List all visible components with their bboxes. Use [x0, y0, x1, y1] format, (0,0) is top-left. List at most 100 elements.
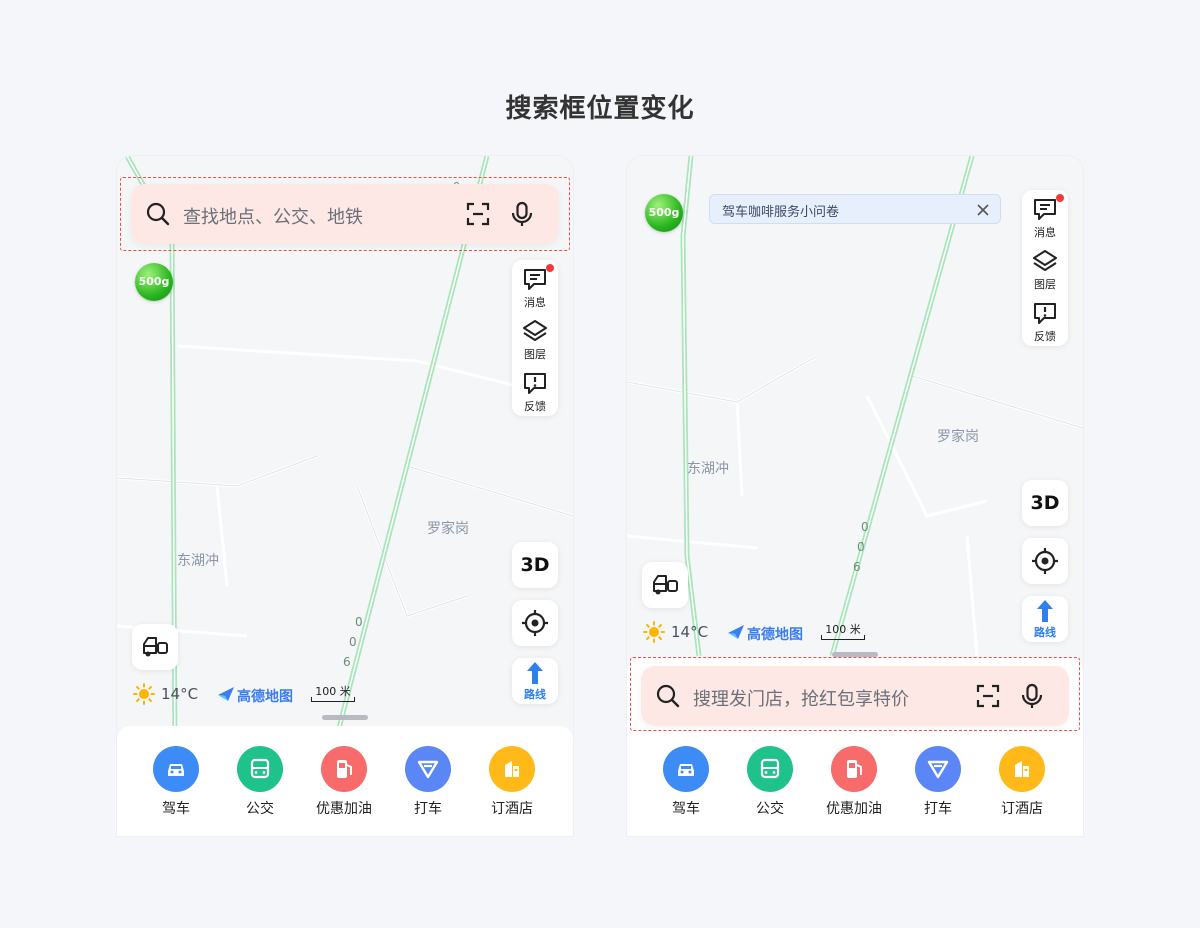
- notice-text: 驾车咖啡服务小问卷: [722, 205, 840, 220]
- close-icon[interactable]: [976, 203, 990, 217]
- place-label: 东湖冲: [687, 461, 729, 477]
- place-label: 罗家岗: [937, 429, 979, 445]
- car-icon: [663, 746, 709, 792]
- sun-icon: [133, 683, 155, 705]
- locate-button[interactable]: [1022, 538, 1068, 584]
- phone-screen-right: 0 0 6 东湖冲 罗家岗 500g 驾车咖啡服务小问卷 消息 图层: [627, 156, 1083, 836]
- route-arrow-icon: [527, 662, 543, 684]
- taxi-icon: [405, 746, 451, 792]
- temperature-text: 14°C: [161, 685, 199, 703]
- dock-label: 订酒店: [1001, 801, 1043, 817]
- svg-text:0: 0: [857, 540, 865, 554]
- page-title: 搜索框位置变化: [505, 94, 695, 124]
- side-item-feedback[interactable]: 反馈: [1022, 294, 1068, 346]
- message-icon: [1034, 199, 1056, 220]
- search-bar[interactable]: 搜理发门店，抢红包享特价: [641, 666, 1069, 726]
- message-icon: [524, 269, 546, 290]
- search-bar[interactable]: 查找地点、公交、地铁: [131, 184, 559, 244]
- vehicle-icon: [143, 637, 168, 657]
- hotel-icon: [489, 746, 535, 792]
- amap-logo-icon: [728, 625, 744, 639]
- side-item-layers[interactable]: 图层: [512, 312, 558, 364]
- map-tools-panel: 消息 图层 反馈: [1022, 190, 1068, 346]
- fuel-icon: [831, 746, 877, 792]
- place-label: 东湖冲: [177, 553, 219, 569]
- feedback-icon: [1034, 303, 1056, 324]
- bus-icon: [237, 746, 283, 792]
- side-item-label: 图层: [524, 348, 546, 361]
- microphone-icon[interactable]: [509, 201, 535, 227]
- dock-label: 打车: [924, 801, 952, 817]
- 3d-button[interactable]: 3D: [1022, 480, 1068, 526]
- hotel-icon: [999, 746, 1045, 792]
- sheet-handle[interactable]: [322, 715, 368, 720]
- search-input[interactable]: 搜理发门店，抢红包享特价: [693, 689, 909, 710]
- side-item-layers[interactable]: 图层: [1022, 242, 1068, 294]
- scan-icon[interactable]: [975, 683, 1001, 709]
- dock-label: 优惠加油: [826, 801, 882, 817]
- side-item-label: 反馈: [524, 400, 546, 413]
- bottom-sheet: 搜理发门店，抢红包享特价 驾车 公交: [627, 658, 1083, 836]
- coin-badge[interactable]: 500g: [135, 263, 173, 301]
- route-button[interactable]: 路线: [512, 658, 558, 704]
- svg-text:6: 6: [853, 560, 861, 574]
- survey-notice[interactable]: 驾车咖啡服务小问卷: [709, 194, 1001, 224]
- bus-icon: [747, 746, 793, 792]
- route-label: 路线: [524, 688, 546, 701]
- scan-icon[interactable]: [465, 201, 491, 227]
- dock-label: 驾车: [672, 801, 700, 817]
- road-label: 0: [355, 615, 363, 629]
- route-button[interactable]: 路线: [1022, 596, 1068, 642]
- unread-dot: [546, 264, 554, 272]
- highlight-frame-bottom: [630, 657, 1080, 731]
- side-item-label: 消息: [1034, 226, 1056, 239]
- microphone-icon[interactable]: [1019, 683, 1045, 709]
- side-item-label: 反馈: [1034, 330, 1056, 343]
- search-input[interactable]: 查找地点、公交、地铁: [183, 207, 363, 228]
- scale-text: 100 米: [315, 685, 351, 698]
- side-item-message[interactable]: 消息: [1022, 190, 1068, 242]
- locate-icon: [1032, 548, 1058, 574]
- car-icon: [153, 746, 199, 792]
- quick-actions-dock: 驾车 公交 优惠加油 打车 订酒店: [117, 726, 573, 836]
- dock-label: 订酒店: [491, 801, 533, 817]
- taxi-icon: [915, 746, 961, 792]
- place-label: 罗家岗: [427, 521, 469, 537]
- route-arrow-icon: [1037, 600, 1053, 622]
- coin-badge[interactable]: 500g: [645, 194, 683, 232]
- car-mode-button[interactable]: [132, 624, 178, 670]
- unread-dot: [1056, 194, 1064, 202]
- highlight-frame-top: [120, 177, 570, 251]
- sun-icon: [643, 621, 665, 643]
- phone-screen-left: 0 0 0 6 东湖冲 罗家岗 500g 查找地点、公交、地铁: [117, 156, 573, 836]
- dock-label: 公交: [246, 801, 274, 817]
- side-item-message[interactable]: 消息: [512, 260, 558, 312]
- logo-text: 高德地图: [747, 627, 803, 643]
- 3d-button[interactable]: 3D: [512, 542, 558, 588]
- svg-text:0: 0: [349, 635, 357, 649]
- scale-bar: 100 米: [311, 683, 355, 702]
- route-label: 路线: [1034, 626, 1056, 639]
- layers-icon: [523, 320, 547, 341]
- side-item-label: 图层: [1034, 278, 1056, 291]
- temperature-text: 14°C: [671, 623, 709, 641]
- dock-label: 公交: [756, 801, 784, 817]
- sheet-handle[interactable]: [832, 652, 878, 657]
- svg-text:6: 6: [343, 655, 351, 669]
- locate-button[interactable]: [512, 600, 558, 646]
- locate-icon: [522, 610, 548, 636]
- layers-icon: [1033, 250, 1057, 271]
- car-mode-button[interactable]: [642, 562, 688, 608]
- side-item-label: 消息: [524, 296, 546, 309]
- search-icon: [146, 202, 170, 226]
- amap-logo-icon: [218, 687, 234, 701]
- map-tools-panel: 消息 图层 反馈: [512, 260, 558, 416]
- dock-label: 驾车: [162, 801, 190, 817]
- scale-text: 100 米: [825, 623, 861, 636]
- search-icon: [656, 684, 680, 708]
- scale-bar: 100 米: [821, 621, 865, 640]
- vehicle-icon: [653, 575, 678, 595]
- side-item-feedback[interactable]: 反馈: [512, 364, 558, 416]
- logo-text: 高德地图: [237, 689, 293, 705]
- fuel-icon: [321, 746, 367, 792]
